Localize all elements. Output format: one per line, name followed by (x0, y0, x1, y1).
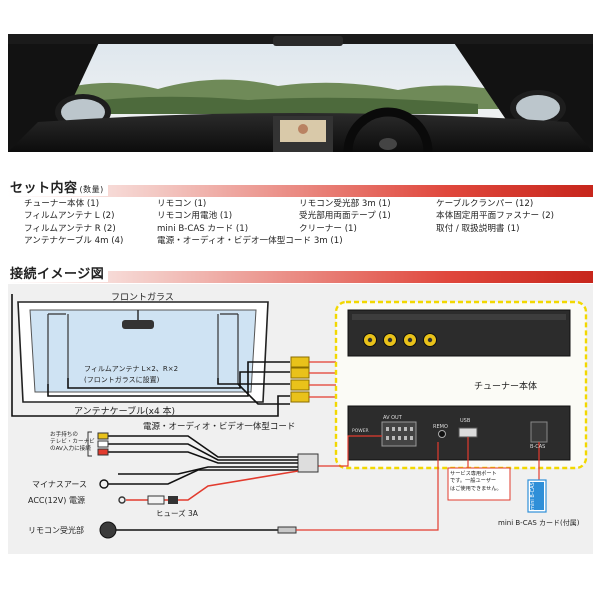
film-antenna-note: フィルムアンテナ L×2、R×2 (84, 365, 179, 373)
avout-port-icon (381, 421, 417, 447)
set-contents-header: セット内容(数量) (8, 175, 593, 197)
antenna-jack-icon (290, 379, 310, 391)
list-item: フィルムアンテナ L (2) (24, 211, 115, 222)
antenna-jack-icon (290, 391, 310, 403)
header-accent-bar (8, 271, 593, 283)
red-connection-line (296, 442, 439, 531)
service-port-note: サービス専用ポート です。一般ユーザー はご使用できません。 (450, 471, 502, 492)
car-interior-photo (8, 34, 593, 152)
list-item: アンテナケーブル 4m (4) (24, 236, 124, 247)
power-cord-label: 電源・オーディオ・ビデオ一体型コード (143, 422, 296, 432)
antenna-cable (11, 294, 290, 417)
contents-column-1: チューナー本体 (1) フィルムアンテナ L (2) フィルムアンテナ R (2… (24, 198, 123, 248)
red-connection-line (318, 435, 382, 467)
list-item: リモコン受光部 3m (1) (299, 199, 391, 209)
list-item: 取付 / 取扱説明書 (1) (436, 223, 520, 234)
rca-plug-icon (97, 448, 109, 456)
connection-diagram: フロントガラス フィルムアンテナ L×2、R×2 (フロントガラスに設置) アン… (8, 284, 593, 554)
diagram-drawing (11, 294, 588, 539)
list-item: リモコン用電池 (1) (157, 211, 233, 222)
usb-port-icon (458, 427, 478, 438)
power-port-label: POWER (352, 429, 369, 434)
fuse-icon (147, 495, 165, 505)
antenna-cable-label: アンテナケーブル(x4 本) (74, 407, 176, 417)
antenna-port-icon (363, 333, 377, 347)
remote-plug-icon (277, 526, 297, 534)
list-item: ケーブルクランパー (12) (436, 199, 534, 209)
remo-port-label: REMO (433, 424, 448, 430)
list-item: 本体固定用平面ファスナー (2) (436, 211, 555, 222)
list-item: チューナー本体 (1) (24, 199, 100, 209)
service-port-callout (447, 467, 511, 501)
earth-terminal-icon (99, 479, 109, 489)
contents-column-4: ケーブルクランパー (12) 本体固定用平面ファスナー (2) 取付 / 取扱説… (436, 198, 554, 235)
antenna-cable (47, 361, 290, 397)
bcas-card-label: mini B-CAS カード(付属) (498, 519, 580, 527)
antenna-cable (67, 371, 290, 389)
antenna-cable (217, 378, 290, 385)
remo-port-icon (438, 430, 446, 438)
minus-earth-label: マイナスアース (32, 480, 87, 489)
earth-wire (108, 469, 298, 485)
power-connector-icon (297, 453, 319, 473)
header-accent-bar (8, 185, 593, 197)
contents-column-3: リモコン受光部 3m (1) 受光部用両面テープ (1) クリーナー (1) (299, 198, 391, 235)
antenna-port-icon (403, 333, 417, 347)
list-item: フィルムアンテナ R (2) (24, 223, 116, 234)
list-item: 電源・オーディオ・ビデオ一体型コード 3m (1) (157, 236, 343, 247)
antenna-port-icon (383, 333, 397, 347)
set-contents-title: セット内容(数量) (10, 177, 108, 196)
list-item: リモコン (1) (157, 199, 207, 209)
connection-diagram-title: 接続イメージ図 (10, 263, 109, 282)
rca-plug-icon (97, 432, 109, 440)
connection-diagram-header: 接続イメージ図 (8, 261, 593, 283)
windshield-label: フロントガラス (111, 293, 174, 303)
usb-port-label: USB (460, 418, 471, 424)
contents-column-2: リモコン (1) リモコン用電池 (1) mini B-CAS カード (1) … (157, 198, 343, 248)
bcas-card-text: mini B-CAS (530, 482, 536, 510)
remote-receiver-label: リモコン受光部 (28, 526, 84, 535)
windshield-glass (29, 309, 257, 393)
list-item: クリーナー (1) (299, 223, 357, 234)
contents-list: チューナー本体 (1) フィルムアンテナ L (2) フィルムアンテナ R (2… (24, 198, 594, 258)
mirror-icon (122, 320, 154, 329)
film-antenna-r-icon (220, 313, 239, 384)
remote-receiver-icon (99, 521, 117, 539)
power-av-cord (108, 435, 298, 475)
antenna-jack-icon (290, 367, 310, 379)
rca-plug-icon (97, 440, 109, 448)
bcas-slot-icon (530, 421, 548, 443)
film-antenna-l-icon (47, 313, 66, 384)
list-item: 受光部用両面テープ (1) (299, 211, 391, 222)
av-input-note: お手持ちの テレビ・カーナビ のAV入力に接続 (50, 432, 95, 452)
antenna-port-icon (423, 333, 437, 347)
fuse-label: ヒューズ 3A (156, 509, 198, 518)
antenna-cable (237, 383, 290, 405)
bcas-slot-label: B-CAS (530, 444, 546, 450)
fuse-holder-icon (168, 496, 178, 504)
film-antenna-note: (フロントガラスに設置) (84, 376, 160, 384)
antenna-jack-icon (290, 356, 310, 368)
avout-port-label: AV OUT (383, 415, 402, 421)
tuner-label: チューナー本体 (474, 382, 538, 392)
acc-power-label: ACC(12V) 電源 (28, 496, 85, 505)
list-item: mini B-CAS カード (1) (157, 223, 249, 234)
